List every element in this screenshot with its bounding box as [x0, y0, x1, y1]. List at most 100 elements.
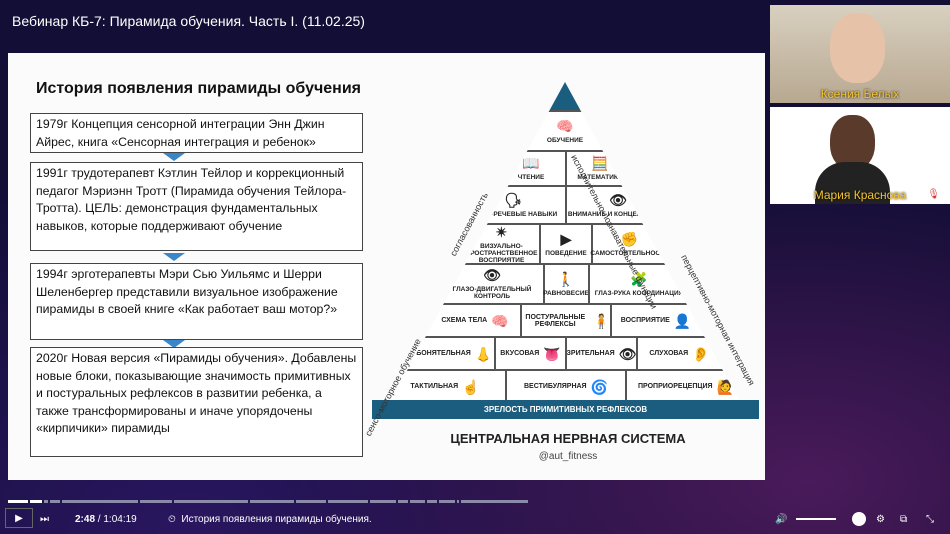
cell-label: ВИЗУАЛЬНО-ПРОСТРАНСТВЕННОЕ ВОСПРИЯТИЕ	[465, 242, 538, 264]
pyramid-cell: 👁 ВНИМАНИЕ И КОНЦЕНТРАЦИЯ	[565, 187, 669, 223]
pyramid-row: 📖 ЧТЕНИЕ 🧮 МАТЕМАТИКА	[380, 150, 750, 185]
presentation-slide: История появления пирамиды обучения 1979…	[8, 53, 765, 480]
exit-fullscreen-icon[interactable]: ⤡	[926, 513, 934, 525]
arrow-down-icon	[163, 340, 185, 348]
next-button[interactable]: ⏭	[40, 513, 49, 525]
pyramid-row: ОБОНЯТЕЛЬНАЯ👃 ВКУСОВАЯ👅 ЗРИТЕЛЬНАЯ👁 СЛУХ…	[380, 336, 750, 369]
time-display: 2:48 / 1:04:19	[75, 513, 137, 525]
tongue-icon: 👅	[543, 345, 561, 362]
pyramid-cell: ВОСПРИЯТИЕ👤	[610, 305, 700, 336]
pyramid-cell: 👁 ГЛАЗО-ДВИГАТЕЛЬНЫЙ КОНТРОЛЬ	[442, 265, 543, 303]
pyramid-cell: 📖 ЧТЕНИЕ	[497, 152, 565, 185]
participant-body	[815, 162, 890, 204]
eye-icon: 👁	[483, 267, 501, 283]
video-title: Вебинар КБ-7: Пирамида обучения. Часть I…	[12, 13, 365, 29]
pyramid-row: 🗣 СЛУХО-РЕЧЕВЫЕ НАВЫКИ 👁 ВНИМАНИЕ И КОНЦЕН…	[380, 185, 750, 223]
spiral-icon: 🌀	[590, 378, 609, 395]
volume-icon[interactable]: 🔊	[775, 513, 788, 525]
pyramid-row: 🧠ОБУЧЕНИЕ	[380, 110, 750, 150]
eye-icon: 👁	[618, 345, 637, 362]
cell-label: ОБУЧЕНИЕ	[546, 136, 584, 144]
cell-label: ТАКТИЛЬНАЯ	[410, 383, 459, 390]
pyramid-cell: ЗРИТЕЛЬНАЯ👁	[565, 338, 636, 369]
current-time: 2:48	[75, 513, 96, 525]
balance-icon: 🚶	[557, 270, 575, 287]
chapter[interactable]: ⏲ История появления пирамиды обучения.	[168, 510, 372, 528]
pyramid-cell: ПОСТУРАЛЬНЫЕ РЕФЛЕКСЫ 🧍	[520, 305, 610, 336]
pyramid-row: ✴ ВИЗУАЛЬНО-ПРОСТРАНСТВЕННОЕ ВОСПРИЯТИЕ ▶…	[380, 223, 750, 264]
cell-label: САМОСТОЯТЕЛЬНОСТЬ	[590, 249, 669, 257]
pyramid-cell: ✊ САМОСТОЯТЕЛЬНОСТЬ	[590, 225, 669, 263]
pyramid-cell: 🚶РАВНОВЕСИЕ	[542, 265, 589, 303]
focus-person-icon: 👁	[609, 191, 627, 208]
cell-label: СЛУХО-РЕЧЕВЫЕ НАВЫКИ	[468, 210, 558, 218]
volume-slider[interactable]	[796, 518, 836, 520]
pyramid-cell: СЛУХОВАЯ👂	[636, 338, 721, 369]
cell-label: СХЕМА ТЕЛА	[441, 317, 488, 324]
cell-label: ПОСТУРАЛЬНЫЕ РЕФЛЕКСЫ	[525, 313, 586, 328]
person-icon: 🙋	[716, 378, 734, 395]
book-icon: 📖	[522, 155, 540, 171]
cell-label: ОБОНЯТЕЛЬНАЯ	[410, 350, 471, 357]
cell-label: ВКУСОВАЯ	[500, 350, 540, 357]
pyramid-cell: 🧠ОБУЧЕНИЕ	[380, 112, 750, 150]
slide-heading: История появления пирамиды обучения	[36, 80, 361, 97]
brain-icon: 🧠	[491, 312, 509, 329]
head-gears-icon: 🗣	[504, 191, 522, 208]
cns-label: ЦЕНТРАЛЬНАЯ НЕРВНАЯ СИСТЕМА	[450, 431, 686, 446]
participant-video-2[interactable]: Мария Краснова 🎙	[770, 107, 950, 204]
pyramid-cell: СХЕМА ТЕЛА🧠	[430, 305, 520, 336]
history-box-1994: 1994г эрготерапевты Мэри Сью Уильямс и Ш…	[30, 263, 363, 340]
cell-label: ГЛАЗО-ДВИГАТЕЛЬНЫЙ КОНТРОЛЬ	[452, 286, 532, 300]
progress-bar[interactable]	[8, 500, 942, 503]
cell-label: ВЕСТИБУЛЯРНАЯ	[523, 383, 587, 390]
primitive-reflexes-band: ЗРЕЛОСТЬ ПРИМИТИВНЫХ РЕФЛЕКСОВ	[372, 400, 759, 419]
participant-name: Ксения Белых	[820, 87, 900, 101]
history-box-1979: 1979г Концепция сенсорной интеграции Энн…	[30, 113, 363, 153]
history-box-2020: 2020г Новая версия «Пирамиды обучения». …	[30, 347, 363, 457]
nose-icon: 👃	[474, 345, 493, 362]
pyramid-cell: ВЕСТИБУЛЯРНАЯ🌀	[505, 371, 625, 402]
fist-icon: ✊	[620, 230, 639, 247]
cell-label: ГЛАЗ-РУКА КООРДИНАЦИЯ	[594, 289, 684, 297]
pyramid-cell: 🧩 ГЛАЗ-РУКА КООРДИНАЦИЯ	[587, 265, 689, 303]
cell-label: СЛУХОВАЯ	[649, 350, 689, 357]
toggle-switch[interactable]	[852, 512, 866, 526]
author-handle: @aut_fitness	[538, 451, 598, 462]
finger-touch-icon: ☝	[462, 378, 480, 395]
pyramid-row: СХЕМА ТЕЛА🧠 ПОСТУРАЛЬНЫЕ РЕФЛЕКСЫ 🧍 ВОСПР…	[380, 303, 750, 336]
settings-icon[interactable]: ⚙	[876, 513, 885, 525]
pyramid-cell: ОБОНЯТЕЛЬНАЯ👃	[409, 338, 494, 369]
cell-label: ВОСПРИЯТИЕ	[620, 317, 670, 324]
math-board-icon: 🧮	[591, 155, 609, 171]
chapter-icon: ⏲	[168, 513, 176, 525]
cell-label: ЧТЕНИЕ	[517, 174, 545, 181]
cell-label: МАТЕМАТИКА	[577, 174, 623, 181]
pyramid-cell: ТАКТИЛЬНАЯ☝	[385, 371, 505, 402]
puzzle-icon: 🧩	[630, 270, 648, 287]
pyramid-apex	[380, 82, 750, 110]
cell-label: ПРОПРИОРЕЦЕПЦИЯ	[638, 383, 713, 390]
play-button[interactable]: ▶	[5, 508, 33, 528]
cell-label: ВНИМАНИЕ И КОНЦЕНТРАЦИЯ	[567, 210, 669, 218]
learning-pyramid: 🧠ОБУЧЕНИЕ 📖ЧТЕНИЕ 🧮МАТЕМАТИКА 🗣СЛУХО-РЕЧ…	[380, 82, 750, 420]
participant-name: Мария Краснова	[813, 188, 907, 202]
arrow-down-icon	[163, 253, 185, 261]
pyramid-cell: ВКУСОВАЯ👅	[494, 338, 565, 369]
virus-icon: ✴	[495, 223, 508, 240]
pip-icon[interactable]: ⧉	[900, 513, 908, 525]
pyramid-cell: 🧮 МАТЕМАТИКА	[565, 152, 633, 185]
participant-face	[830, 115, 875, 170]
pyramid-row: ТАКТИЛЬНАЯ☝ ВЕСТИБУЛЯРНАЯ🌀 ПРОПРИОРЕЦЕПЦ…	[380, 369, 750, 402]
pyramid-cell: ✴ ВИЗУАЛЬНО-ПРОСТРАНСТВЕННОЕ ВОСПРИЯТИЕ	[464, 223, 539, 264]
cell-label: ПОВЕДЕНИЕ	[545, 249, 587, 257]
head-play-icon: ▶	[560, 230, 572, 247]
arrow-down-icon	[163, 153, 185, 161]
participant-video-1[interactable]: Ксения Белых	[770, 5, 950, 103]
chapter-title: История появления пирамиды обучения.	[181, 513, 372, 525]
head-chart-icon: 👤	[673, 312, 692, 329]
duration: 1:04:19	[103, 513, 137, 525]
history-box-1991: 1991г трудотерапевт Кэтлин Тейлор и корр…	[30, 162, 363, 251]
ear-icon: 👂	[692, 345, 710, 362]
person-stretch-icon: 🧍	[592, 312, 610, 329]
